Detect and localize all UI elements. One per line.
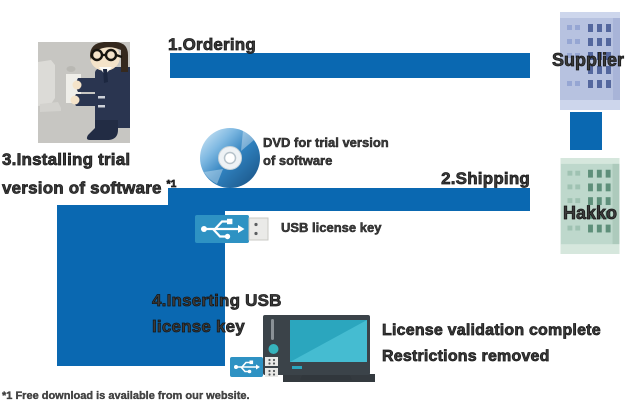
ordering-arrow-band — [170, 53, 530, 78]
step4-line1: 4.Inserting USB — [152, 291, 282, 311]
step4-inserting-label: 4.Inserting USB license key — [152, 288, 282, 340]
person-at-computer-icon — [38, 42, 130, 143]
supplier-hakko-connector — [570, 112, 602, 150]
dvd-disc-icon — [200, 128, 260, 188]
footnote: *1 Free download is available from our w… — [2, 390, 250, 402]
dvd-label-line2: of software — [263, 153, 333, 169]
result-line1: License validation complete — [382, 322, 601, 340]
result-label: License validation complete Restrictions… — [382, 318, 601, 370]
step3-footnote-ref: *1 — [166, 179, 177, 191]
hakko-building-icon — [560, 158, 620, 254]
step1-ordering-label: 1.Ordering — [168, 35, 256, 55]
supplier-label: Supplier — [551, 50, 625, 71]
step3-installing-label: 3.Installing trial version of software *… — [2, 147, 177, 201]
desktop-computer-icon — [230, 315, 375, 382]
step3-line1: 3.Installing trial — [2, 150, 131, 170]
usb-flash-drive-icon — [195, 215, 269, 243]
shipping-arrow-band — [168, 188, 530, 211]
step3-line2: version of software — [2, 178, 162, 198]
step2-shipping-label: 2.Shipping — [441, 169, 530, 189]
step4-line2: license key — [152, 317, 245, 337]
dvd-label: DVD for trial version of software — [263, 134, 389, 170]
result-line2: Restrictions removed — [382, 348, 550, 366]
supplier-building-icon — [560, 12, 620, 110]
usb-label: USB license key — [281, 220, 382, 236]
hakko-label: Hakko — [562, 203, 618, 224]
dvd-label-line1: DVD for trial version — [263, 135, 389, 151]
